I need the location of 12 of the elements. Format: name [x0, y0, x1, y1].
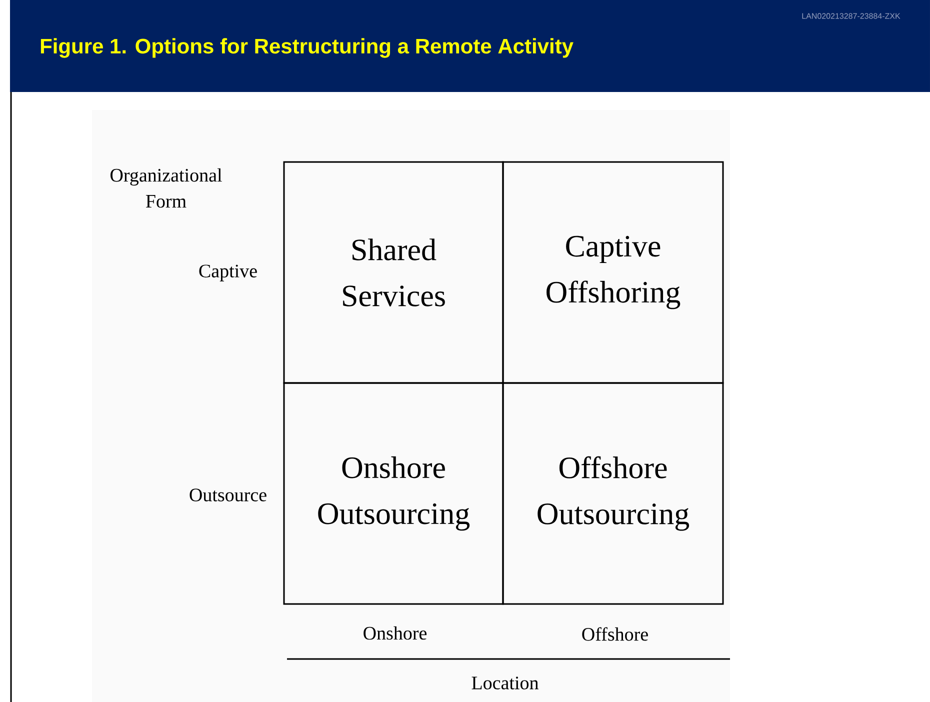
matrix-cell: Captive Offshoring: [502, 161, 724, 384]
axis-title: Location: [472, 676, 538, 690]
title: Figure 1. Options for Restructuring a Remote Activity: [40, 38, 574, 58]
axis-label: Offshore: [582, 627, 648, 641]
axis-title: Organizational Form: [110, 168, 222, 208]
axis-label: Captive: [199, 264, 257, 282]
document-code: LAN020213287-23884-ZXK: [802, 13, 900, 19]
matrix-cell: Shared Services: [283, 161, 504, 384]
matrix-cell: Onshore Outsourcing: [283, 382, 504, 605]
matrix-cell: Offshore Outsourcing: [502, 382, 724, 605]
axis-label: Onshore: [364, 626, 427, 640]
axis-label: Outsource: [190, 488, 266, 502]
